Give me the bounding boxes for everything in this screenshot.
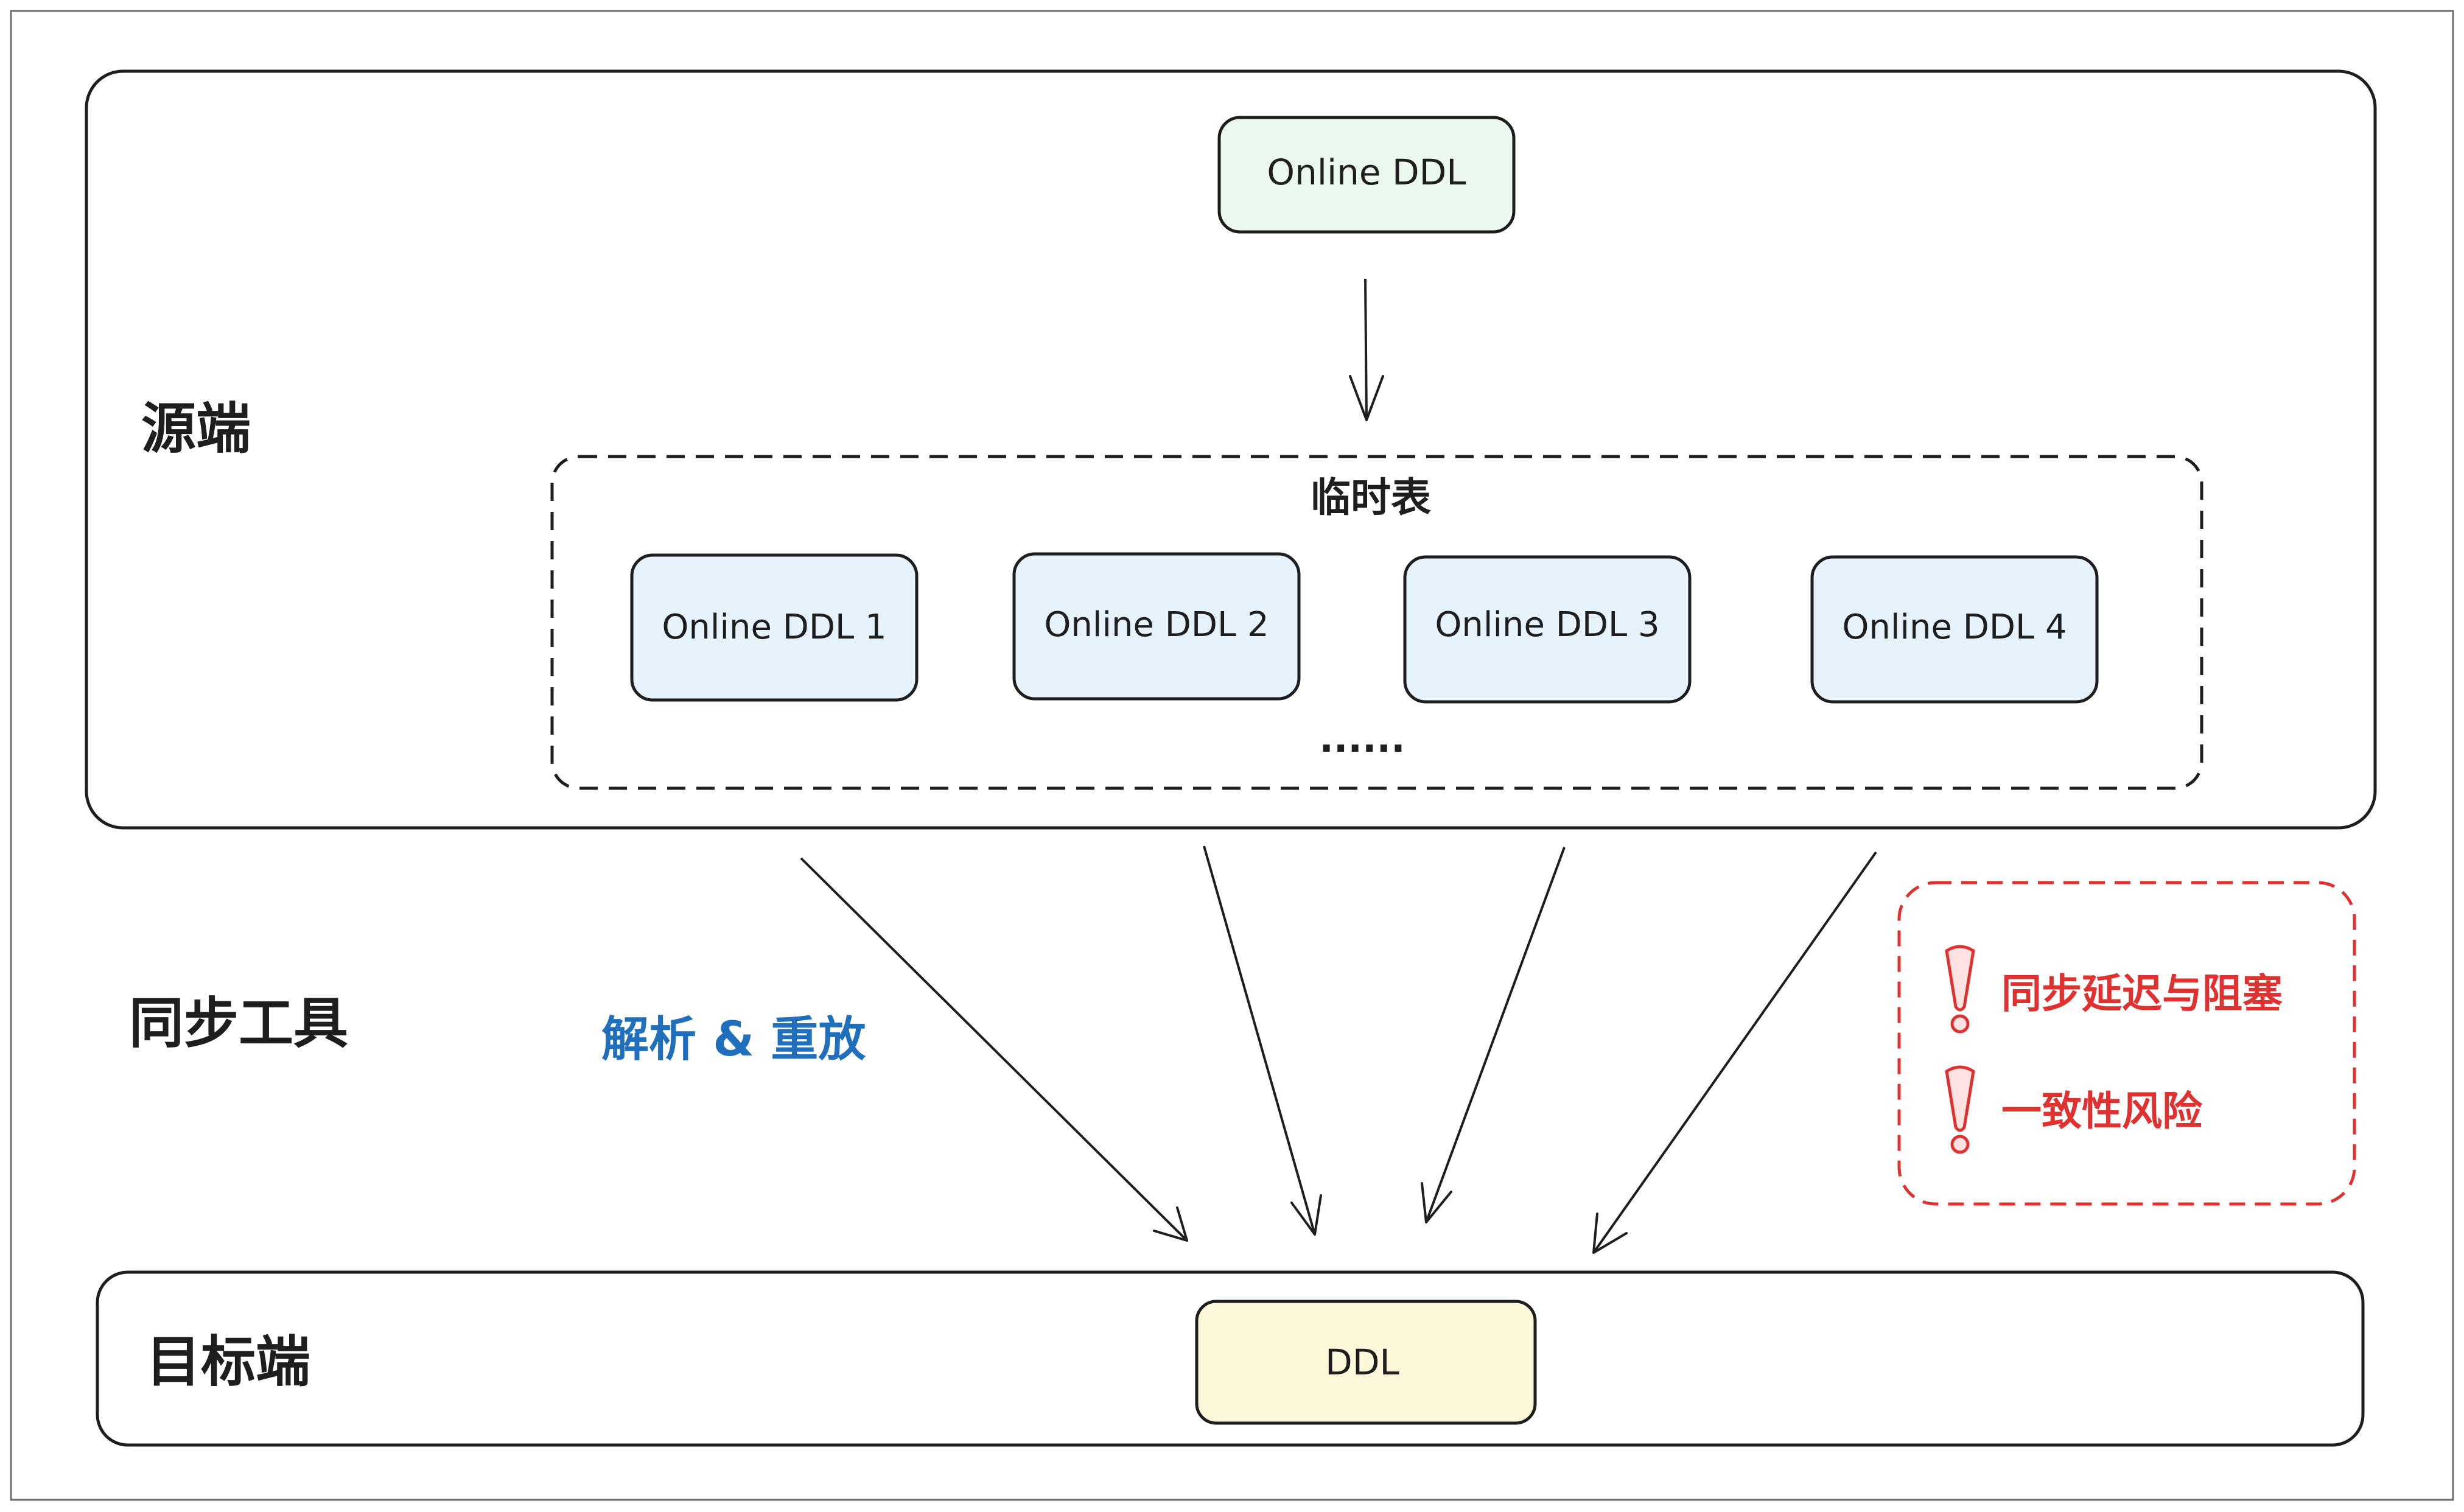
sync-arrows — [800, 845, 1877, 1254]
sync-arrow-3-head — [1421, 1182, 1452, 1223]
temp-item-2: Online DDL 2 — [1012, 552, 1301, 701]
temp-item-2-box — [1012, 552, 1301, 701]
temp-item-3-label: Online DDL 3 — [1435, 605, 1659, 645]
sync-tool-label: 同步工具 — [129, 992, 348, 1055]
temp-item-1-box — [630, 553, 919, 702]
sync-arrow-1 — [800, 857, 1188, 1242]
target-zone: 目标端 DDL — [96, 1270, 2365, 1447]
warning-icon — [1945, 1065, 1975, 1154]
temp-item-1: Online DDL 1 — [630, 553, 919, 702]
temp-item-4: Online DDL 4 — [1810, 555, 2099, 704]
sync-arrow-3 — [1425, 847, 1566, 1223]
source-zone-label: 源端 — [141, 397, 251, 461]
temp-item-3: Online DDL 3 — [1403, 555, 1692, 704]
sync-arrow-2 — [1203, 845, 1316, 1235]
temp-item-2-label: Online DDL 2 — [1044, 605, 1269, 645]
temp-item-4-box — [1810, 555, 2099, 704]
temp-item-3-box — [1403, 555, 1692, 704]
temp-item-1-label: Online DDL 1 — [662, 607, 886, 647]
online-ddl-box — [1217, 116, 1516, 234]
sync-arrow-2-head — [1290, 1194, 1322, 1236]
temp-table-box — [550, 455, 2203, 790]
warning-icon-1-dot — [1950, 1014, 1970, 1034]
sync-arrow-1-head — [1153, 1206, 1188, 1242]
target-zone-label: 目标端 — [146, 1330, 310, 1394]
ddl-label: DDL — [1325, 1342, 1399, 1383]
sync-arrow-4-head — [1592, 1213, 1628, 1254]
risk-item-1: 同步延迟与阻塞 — [2001, 970, 2283, 1017]
warning-icon-2-dot — [1950, 1135, 1970, 1154]
arrow-online-ddl-to-temp-table — [1364, 278, 1368, 421]
source-zone: 源端 Online DDL 临时表 Online DDL 1 Online DD… — [85, 69, 2377, 830]
warning-icon-2-body — [1945, 1065, 1975, 1132]
sync-action-label: 解析 & 重放 — [601, 1012, 866, 1067]
temp-table-group: 临时表 Online DDL 1 Online DDL 2 Online DDL… — [550, 455, 2203, 790]
risk-callout-box — [1897, 881, 2356, 1206]
ddl-box — [1195, 1300, 1537, 1425]
warning-icon — [1945, 945, 1975, 1034]
temp-table-more: ...... — [1319, 716, 1405, 761]
arrowhead-online-ddl-to-temp-table — [1349, 375, 1384, 421]
risk-callout: 同步延迟与阻塞 一致性风险 — [1897, 881, 2356, 1206]
temp-table-title: 临时表 — [1311, 474, 1431, 521]
online-ddl-label: Online DDL — [1267, 152, 1466, 193]
ddl-node: DDL — [1195, 1300, 1537, 1425]
risk-item-2: 一致性风险 — [2001, 1088, 2203, 1135]
temp-item-4-label: Online DDL 4 — [1842, 607, 2067, 647]
warning-icon-1-body — [1945, 945, 1975, 1012]
online-ddl-node: Online DDL — [1217, 116, 1516, 234]
sync-arrow-4 — [1592, 851, 1877, 1254]
